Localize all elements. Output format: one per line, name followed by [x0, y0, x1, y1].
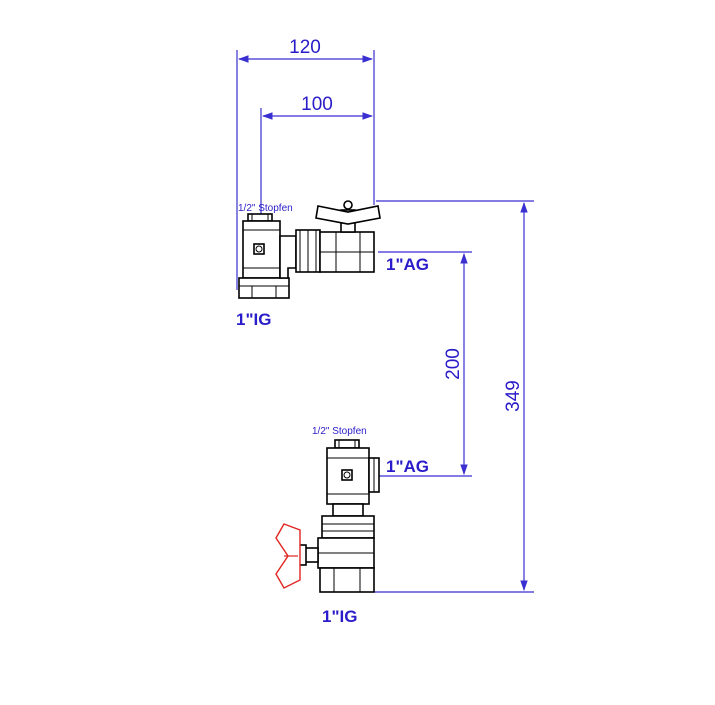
bottom-outlet-label: 1"AG — [386, 457, 429, 476]
top-outlet-label: 1"AG — [386, 255, 429, 274]
top-inlet-label: 1"IG — [236, 310, 271, 329]
dimension-100: 100 — [260, 94, 374, 215]
dimension-120-label: 120 — [289, 37, 321, 58]
dimension-349: 349 — [374, 200, 534, 593]
bottom-assembly — [297, 439, 380, 593]
top-plug-label: 1/2" Stopfen — [238, 203, 293, 214]
red-valve-handle — [275, 523, 301, 589]
bottom-plug-label: 1/2" Stopfen — [312, 426, 367, 437]
bottom-inlet-label: 1"IG — [322, 607, 357, 626]
dimension-200-label: 200 — [443, 348, 464, 380]
dimension-100-label: 100 — [301, 94, 333, 115]
dimension-349-label: 349 — [503, 380, 524, 412]
dimension-200: 200 — [378, 251, 472, 477]
dimension-120: 120 — [236, 37, 375, 290]
top-assembly — [238, 200, 381, 299]
